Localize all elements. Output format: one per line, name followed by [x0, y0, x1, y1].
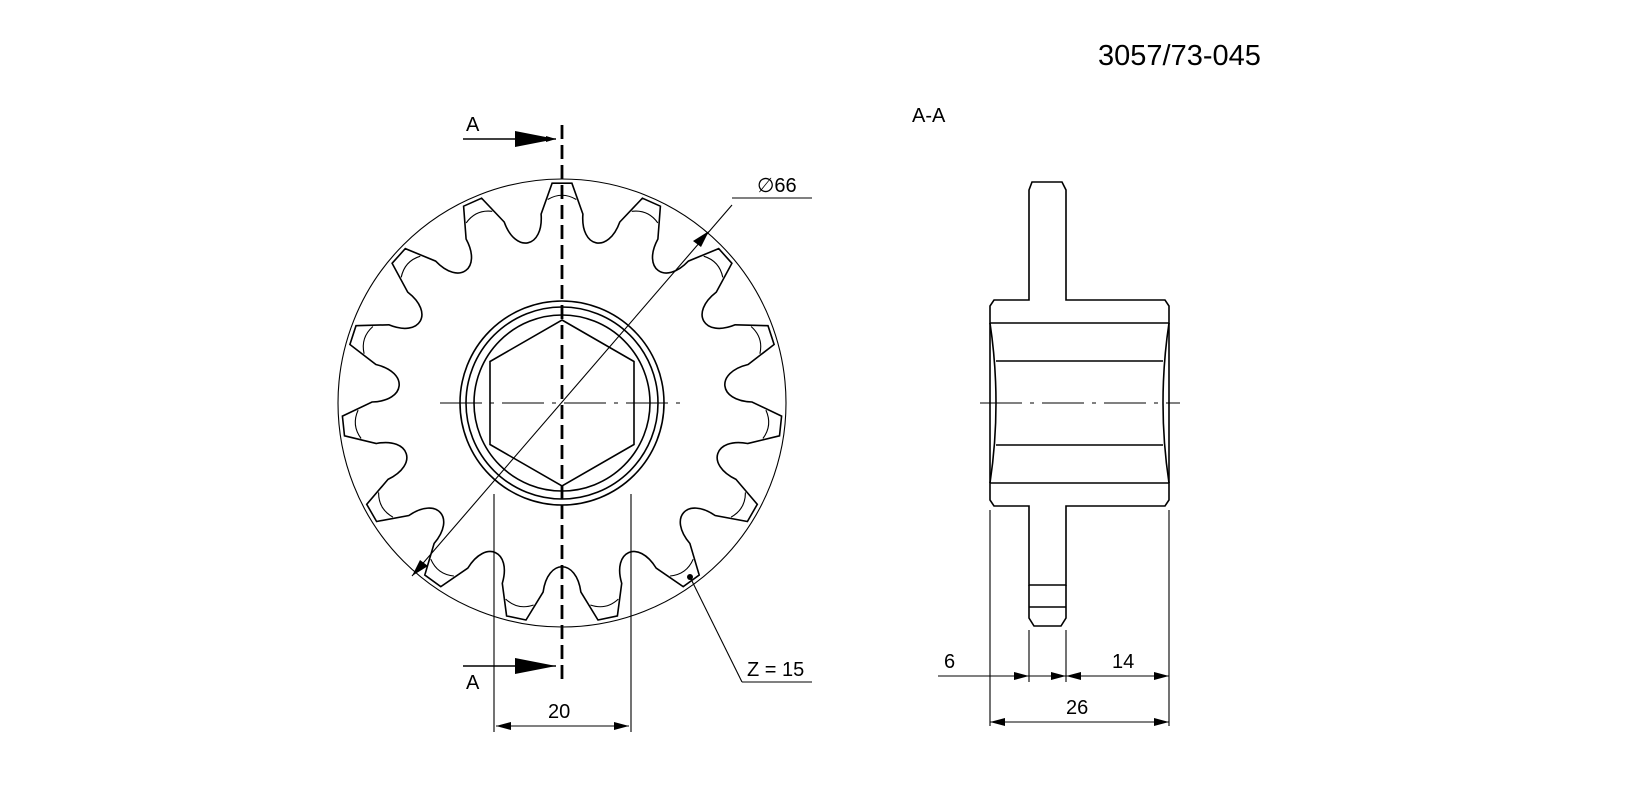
tooth-tip-chamfer: [750, 326, 762, 354]
section-view-label: A-A: [912, 105, 946, 127]
section-top-hatched: [989, 181, 1170, 324]
tooth-tip-chamfer: [670, 558, 694, 577]
total-width-arrow-right: [1154, 718, 1169, 726]
hex-dim-arrow-right: [614, 722, 629, 730]
diameter-arrow-lower: [412, 560, 428, 576]
tooth-tip-chamfer: [354, 409, 362, 439]
section-bottom-tooth: [1028, 585, 1067, 627]
diameter-arrow-upper: [693, 231, 709, 247]
tooth-tips: [354, 194, 770, 608]
tooth-tip-chamfer: [505, 598, 534, 608]
section-bottom-hatched: [989, 482, 1170, 586]
total-width-arrow-left: [990, 718, 1005, 726]
diameter-dimension-line: [411, 204, 733, 577]
hub-length-arrow-right: [1154, 672, 1169, 680]
cut-label-top: A: [466, 114, 480, 136]
front-view: A A ∅66 Z = 15 20: [337, 114, 812, 732]
tooth-tip-chamfer: [465, 210, 493, 224]
hub-offset-label: 6: [944, 651, 955, 673]
diameter-label: ∅66: [757, 175, 797, 197]
tooth-tip-chamfer: [378, 492, 394, 518]
tooth-tip-chamfer: [730, 492, 746, 518]
tooth-tip-chamfer: [631, 210, 659, 224]
tooth-width-arrow-right: [1051, 672, 1066, 680]
section-view: A-A 6 14 26: [912, 105, 1180, 726]
tooth-tip-chamfer: [590, 598, 619, 608]
cut-arrow-bottom-head: [515, 658, 556, 674]
cut-label-bottom: A: [466, 672, 480, 694]
hub-length-label: 14: [1112, 651, 1134, 673]
teeth-leader-dot: [687, 574, 693, 580]
part-number: 3057/73-045: [1098, 40, 1261, 72]
tooth-tip-chamfer: [362, 326, 374, 354]
total-width-label: 26: [1066, 697, 1088, 719]
hex-width-label: 20: [548, 701, 570, 723]
tooth-tip-chamfer: [703, 255, 724, 278]
cut-arrow-top-head: [515, 131, 556, 147]
tooth-tip-chamfer: [400, 255, 421, 278]
bore-circle: [473, 314, 651, 492]
sprocket-tooth-profile: [341, 182, 783, 621]
teeth-leader: [689, 576, 743, 683]
tooth-tip-chamfer: [430, 558, 454, 577]
hub-offset-arrow: [1014, 672, 1029, 680]
hex-dim-arrow-left: [496, 722, 511, 730]
tooth-tip-chamfer: [762, 409, 770, 439]
hub-length-arrow-left: [1066, 672, 1081, 680]
teeth-label: Z = 15: [747, 659, 804, 681]
